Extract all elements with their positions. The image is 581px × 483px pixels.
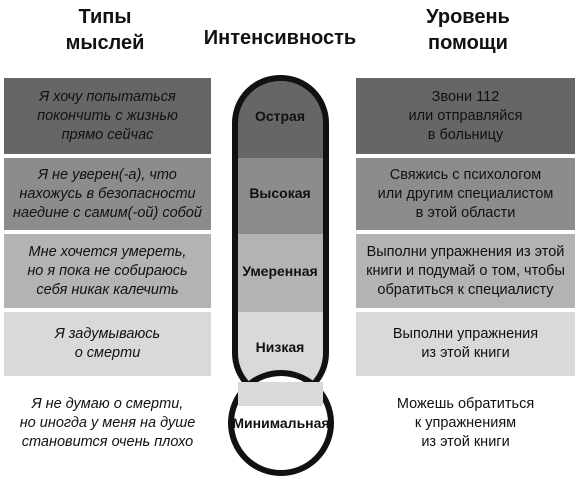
help-box-low: Выполни упражнения из этой книги <box>356 312 575 376</box>
help-line: Выполни упражнения <box>392 326 539 342</box>
help-box-acute: Звони 112 или отправляйся в больницу <box>356 78 575 154</box>
header-line: помощи <box>428 32 508 54</box>
thought-box-acute: Я хочу попытаться покончить с жизнью пря… <box>4 78 211 154</box>
help-line: из этой книги <box>421 345 510 361</box>
thermometer-neck <box>238 382 323 406</box>
help-line: к упражнениям <box>414 414 517 431</box>
header-thought-types: Типы мыслей <box>0 4 210 56</box>
header-help-level: Уровень помощи <box>355 4 581 56</box>
help-line: в этой области <box>415 204 516 221</box>
help-line: из этой книги <box>421 433 510 450</box>
thought-line: о смерти <box>74 345 141 361</box>
thought-line: Я не думаю о смерти, <box>31 395 184 412</box>
thought-line: но я пока не собираюсь <box>27 262 188 279</box>
thought-box-moderate: Мне хочется умереть, но я пока не собира… <box>4 234 211 308</box>
thought-box-high: Я не уверен(-а), что нахожусь в безопасн… <box>4 158 211 230</box>
help-box-high: Свяжись с психологом или другим специали… <box>356 158 575 230</box>
thought-box-minimal: Я не думаю о смерти, но иногда у меня на… <box>4 388 211 458</box>
level-label-minimal: Минимальная <box>232 415 329 431</box>
level-label-moderate: Умеренная <box>242 263 317 279</box>
thought-line: прямо сейчас <box>61 126 154 143</box>
header-line: Типы <box>78 6 132 28</box>
level-label-low: Низкая <box>256 339 305 355</box>
help-line: книги и подумай о том, чтобы <box>366 262 565 279</box>
level-band <box>235 234 326 312</box>
thought-line: Мне хочется умереть, <box>28 243 187 260</box>
header-intensity: Интенсивность <box>190 25 370 51</box>
help-line: или другим специалистом <box>377 185 554 202</box>
header-line: мыслей <box>65 32 145 54</box>
level-band <box>235 158 326 234</box>
header-line: Уровень <box>426 6 510 28</box>
thought-line: покончить с жизнью <box>37 107 178 124</box>
thought-line: но иногда у меня на душе <box>19 414 196 431</box>
header-line: Интенсивность <box>203 27 357 49</box>
thought-line: Я не уверен(-а), что <box>38 166 177 183</box>
help-line: обратиться к специалисту <box>377 281 554 298</box>
thought-line: наедине с самим(-ой) собой <box>13 204 202 221</box>
thought-box-low: Я задумываюсь о смерти <box>4 312 211 376</box>
thought-line: Я задумываюсь <box>54 326 161 342</box>
thought-line: нахожусь в безопасности <box>19 185 196 202</box>
help-line: Свяжись с психологом <box>389 166 542 183</box>
level-label-high: Высокая <box>249 185 310 201</box>
thought-line: Я хочу попытаться <box>39 88 176 105</box>
help-box-moderate: Выполни упражнения из этой книги и подум… <box>356 234 575 308</box>
help-line: или отправляйся <box>408 107 523 124</box>
thought-line: себя никак калечить <box>36 281 179 298</box>
help-line: Звони 112 <box>431 88 500 105</box>
level-label-acute: Острая <box>255 108 305 124</box>
help-line: Выполни упражнения из этой <box>366 243 565 260</box>
help-box-minimal: Можешь обратиться к упражнениям из этой … <box>356 388 575 458</box>
help-line: в больницу <box>427 126 504 143</box>
thought-line: становится очень плохо <box>21 433 194 450</box>
help-line: Можешь обратиться <box>396 395 535 412</box>
